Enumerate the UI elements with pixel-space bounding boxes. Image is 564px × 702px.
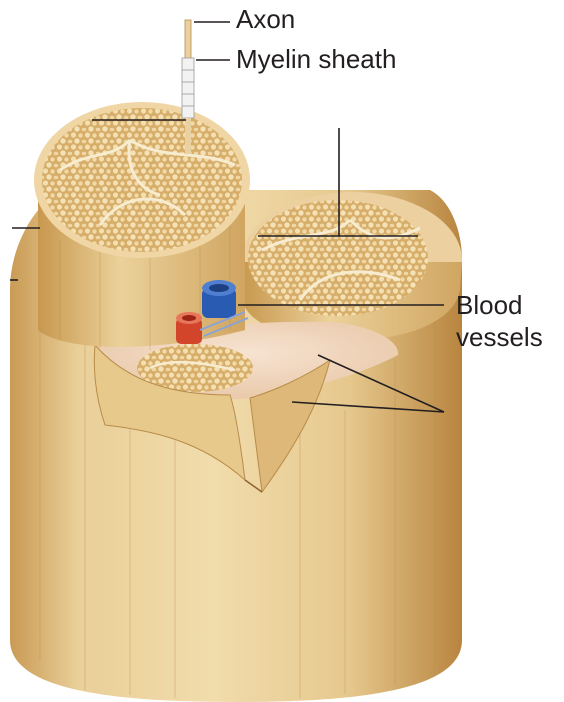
label-axon: Axon [236, 4, 295, 34]
fascicle-right [242, 192, 462, 340]
label-blood-vessels-line1: Blood [456, 290, 523, 320]
label-myelin-sheath: Myelin sheath [236, 44, 396, 74]
label-blood-vessels-line2: vessels [456, 322, 543, 352]
